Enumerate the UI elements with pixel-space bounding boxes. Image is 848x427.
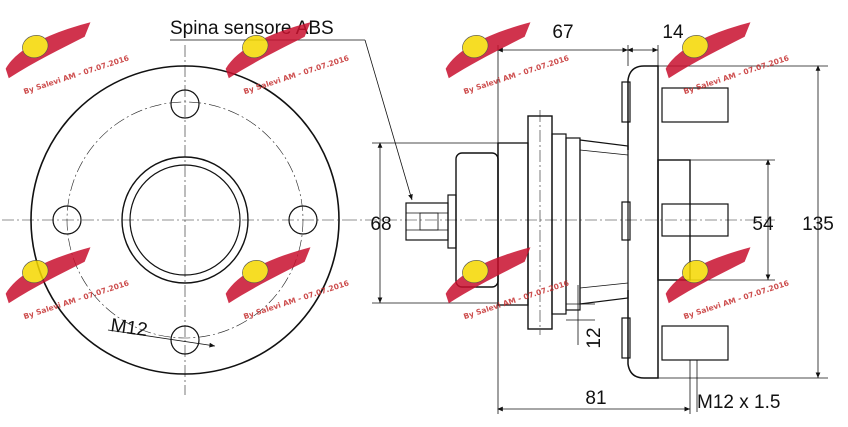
wheel-stud-middle [661, 203, 729, 237]
side-view: 67 14 68 54 135 81 12 M12 x 1.5 [170, 18, 834, 414]
bolt-hole-top [170, 89, 200, 119]
dim-flange-depth: 67 [552, 22, 573, 43]
stud-thread-label: M12 x 1.5 [697, 392, 780, 413]
watermark-stamp: By Salevi AM - 07.07.2016 [5, 247, 130, 321]
dim-pilot-diameter: 54 [752, 214, 774, 235]
bolt-hole-right [288, 205, 318, 235]
front-thread-label: M12 [109, 315, 149, 341]
dim-bearing-diameter: 68 [370, 214, 391, 235]
pilot-boss [657, 159, 691, 281]
wheel-stud-top [661, 87, 729, 123]
dim-bolt-offset: 12 [584, 327, 605, 348]
watermark-stamp: By Salevi AM - 07.07.2016 [445, 247, 570, 321]
hub-center-bore [129, 164, 241, 276]
watermark-layer: By Salevi AM - 07.07.2016 By Salevi AM - … [5, 22, 790, 321]
hub-flange-outline [30, 65, 340, 375]
dim-flange-diameter: 135 [802, 214, 834, 235]
dim-flange-thickness: 14 [662, 22, 684, 43]
bolt-hole-bottom [170, 325, 200, 355]
front-view: M12 [2, 45, 345, 395]
abs-connector-plug [405, 202, 449, 241]
wheel-stud-bottom [661, 325, 729, 361]
dim-overall-length: 81 [585, 388, 606, 409]
bolt-hole-left [52, 205, 82, 235]
wheel-flange [627, 65, 659, 379]
bearing-section [497, 142, 529, 306]
watermark-stamp: By Salevi AM - 07.07.2016 [665, 247, 790, 321]
watermark-stamp: By Salevi AM - 07.07.2016 [445, 22, 570, 96]
watermark-stamp: By Salevi AM - 07.07.2016 [225, 247, 350, 321]
hub-center-ring [121, 156, 249, 284]
